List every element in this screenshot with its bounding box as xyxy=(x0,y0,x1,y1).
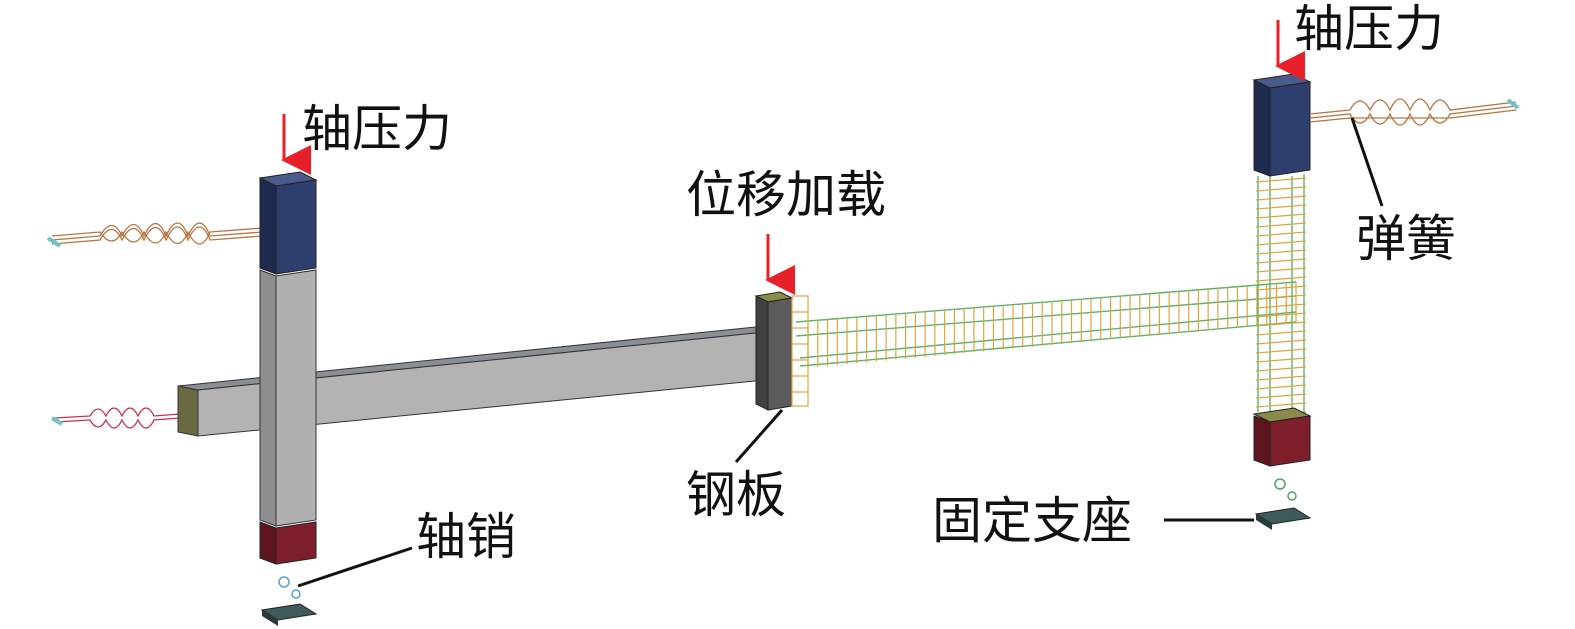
solid-beam xyxy=(177,325,786,437)
pin-leader xyxy=(297,546,413,588)
pin-support xyxy=(260,576,318,626)
column-stirrup xyxy=(1255,303,1307,309)
column-stirrup xyxy=(1255,186,1307,192)
column-stirrup xyxy=(1255,222,1307,228)
column-stirrup xyxy=(1255,231,1307,237)
column-stirrup xyxy=(1255,321,1307,327)
right-column-cap xyxy=(1252,73,1312,177)
beam-rebar-longitudinal xyxy=(795,281,1297,367)
column-stirrup xyxy=(1255,393,1307,399)
right-rebar-specimen xyxy=(791,73,1520,530)
column-stirrup xyxy=(1255,267,1307,273)
left-solid-specimen xyxy=(46,171,794,626)
label-axial-right: 轴压力 xyxy=(1294,0,1444,58)
load-arrows xyxy=(281,20,1305,295)
label-steel-plate: 钢板 xyxy=(686,466,786,524)
fixed-support xyxy=(1254,478,1312,530)
column-stirrup xyxy=(1255,204,1307,210)
column-stirrup xyxy=(1255,294,1307,300)
column-stirrup xyxy=(1255,195,1307,201)
left-bottom-spring xyxy=(50,407,181,429)
column-stirrup xyxy=(1255,312,1307,318)
column-stirrup xyxy=(1255,330,1307,336)
column-stirrup xyxy=(1255,402,1307,408)
column-rebar-stirrups xyxy=(1255,177,1307,417)
steel-plate xyxy=(754,291,794,411)
spring-leader xyxy=(1350,117,1384,207)
label-spring: 弹簧 xyxy=(1356,210,1456,268)
column-stirrup xyxy=(1255,249,1307,255)
column-stirrup xyxy=(1255,276,1307,282)
label-fixed-support: 固定支座 xyxy=(932,492,1132,550)
column-stirrup xyxy=(1255,177,1307,183)
column-stirrup xyxy=(1255,375,1307,381)
column-stirrup xyxy=(1255,384,1307,390)
column-stirrup xyxy=(1255,240,1307,246)
column-stirrup xyxy=(1255,213,1307,219)
label-axial-left: 轴压力 xyxy=(302,100,452,158)
end-rebar-cage xyxy=(791,295,809,407)
label-displacement-load: 位移加载 xyxy=(686,166,886,224)
right-spring xyxy=(1309,98,1520,126)
beam-rebar-stirrups xyxy=(807,282,1297,368)
left-column xyxy=(258,171,318,565)
column-stirrup xyxy=(1255,285,1307,291)
right-column-base xyxy=(1252,407,1312,467)
left-top-spring xyxy=(46,222,263,248)
column-stirrup xyxy=(1255,348,1307,354)
label-pin: 轴销 xyxy=(416,508,516,566)
column-stirrup xyxy=(1255,366,1307,372)
column-stirrup xyxy=(1255,258,1307,264)
column-stirrup xyxy=(1255,339,1307,345)
leader-lines xyxy=(297,117,1384,588)
steel-plate-leader xyxy=(734,409,784,463)
column-stirrup xyxy=(1255,357,1307,363)
